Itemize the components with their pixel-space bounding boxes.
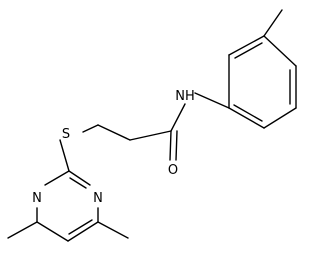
- bond-ring-upper-right: [263, 35, 297, 67]
- bond-pyr-c5-c4-inner: [68, 219, 93, 235]
- bond-pyr-c2-n3: [68, 170, 91, 186]
- bond-carbonyl-o-1: [169, 130, 172, 161]
- bond-pyr-c6-c5: [36, 221, 69, 242]
- bond-chain-s: [82, 124, 99, 133]
- bond-pyr-c2-n1: [44, 170, 70, 186]
- bond-ring-lower-left: [228, 107, 265, 129]
- pyrimidine-nitrogen-right-label: N: [93, 191, 103, 206]
- molecule-structure: S NH O N N: [7, 9, 297, 242]
- bond-ring-methyl: [263, 9, 283, 37]
- bond-s-pyrimidine: [59, 139, 70, 172]
- amide-chain: [82, 103, 186, 161]
- bond-pyr-c2-n3-inner: [69, 177, 87, 189]
- bond-chain-2: [97, 124, 131, 141]
- tolyl-ring: [228, 9, 297, 129]
- bond-carbonyl-o-2: [175, 130, 178, 161]
- bond-ring-upper-inner: [234, 42, 263, 59]
- bond-pyr-c5-c4: [67, 221, 99, 242]
- pyrimidine-ring: [7, 170, 129, 242]
- bond-pyr-c4-methyl: [97, 221, 129, 239]
- bond-carbonyl-nh: [170, 103, 186, 132]
- bond-chain-1: [129, 130, 172, 141]
- amide-nh-label: NH: [175, 89, 195, 104]
- bond-nh-ring: [194, 92, 230, 109]
- sulfur-label: S: [62, 127, 70, 142]
- carbonyl-oxygen-label: O: [168, 163, 178, 178]
- pyrimidine-nitrogen-left-label: N: [32, 191, 42, 206]
- bond-ring-lower-right: [263, 107, 297, 129]
- bond-ring-upper: [228, 35, 265, 56]
- chemical-structure-canvas: S NH O N N: [7, 9, 297, 242]
- bond-pyr-c6-methyl: [7, 221, 38, 239]
- bond-ring-lower-left-inner: [233, 104, 263, 122]
